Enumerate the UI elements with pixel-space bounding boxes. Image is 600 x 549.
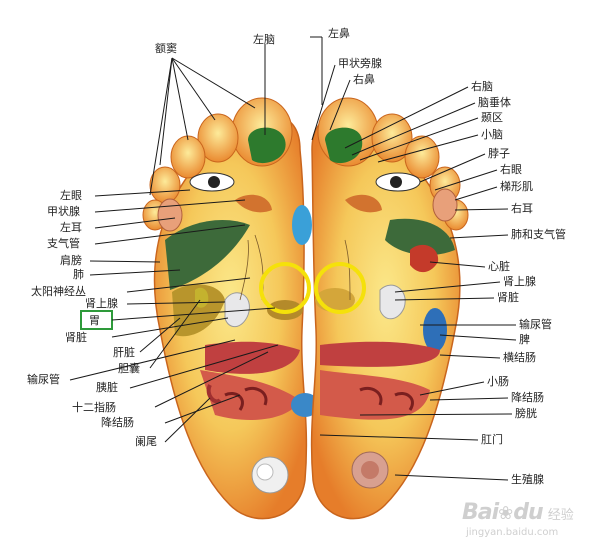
label-descending-colon-left: 降结肠 <box>101 416 134 429</box>
label-shoulder: 肩膀 <box>60 254 82 267</box>
label-pituitary: 脑垂体 <box>478 96 511 109</box>
watermark-url: jingyan.baidu.com <box>466 527 559 538</box>
label-duodenum: 十二指肠 <box>72 401 116 414</box>
label-anus: 肛门 <box>481 433 503 446</box>
label-parathyroid: 甲状旁腺 <box>338 57 382 70</box>
label-solar-plexus: 太阳神经丛 <box>31 285 86 298</box>
watermark-logo-text-b: du <box>513 500 543 525</box>
label-adrenal-right: 肾上腺 <box>503 275 536 288</box>
label-gallbladder: 胆囊 <box>118 362 140 375</box>
right-foot <box>310 97 469 520</box>
label-left-ear: 左耳 <box>60 221 82 234</box>
label-thyroid: 甲状腺 <box>47 205 80 218</box>
label-kidney-left: 肾脏 <box>65 331 87 344</box>
label-temporal: 颞区 <box>481 111 503 124</box>
label-appendix: 阑尾 <box>135 435 157 448</box>
label-transverse-colon: 横结肠 <box>503 351 536 364</box>
watermark-jingyan: 经验 <box>547 508 574 523</box>
label-frontal-sinus: 额窦 <box>155 42 177 55</box>
label-adrenal-left: 肾上腺 <box>85 297 118 310</box>
label-bronchus: 支气管 <box>47 237 80 250</box>
label-trapezius: 梯形肌 <box>500 180 533 193</box>
label-spleen: 脾 <box>519 333 530 346</box>
label-descending-colon-right: 降结肠 <box>511 391 544 404</box>
label-neck: 脖子 <box>488 147 510 160</box>
label-bladder: 膀胱 <box>515 407 537 420</box>
label-stomach: 胃 <box>89 314 100 327</box>
highlight-circle-left <box>259 262 311 314</box>
label-right-nose: 右鼻 <box>353 73 375 86</box>
label-small-intestine: 小肠 <box>487 375 509 388</box>
label-left-eye: 左眼 <box>60 189 82 202</box>
highlight-circle-right <box>314 262 366 314</box>
label-lung: 肺 <box>73 268 84 281</box>
label-gonad: 生殖腺 <box>511 473 544 486</box>
label-cerebellum: 小脑 <box>481 128 503 141</box>
label-right-eye: 右眼 <box>500 163 522 176</box>
label-left-nose: 左鼻 <box>328 27 350 40</box>
label-right-brain: 右脑 <box>471 80 493 93</box>
label-ureter-left: 输尿管 <box>27 373 60 386</box>
left-foot <box>142 97 319 520</box>
baidu-jingyan-watermark: Bai❀du 经验 jingyan.baidu.com <box>462 500 574 538</box>
label-right-ear: 右耳 <box>511 202 533 215</box>
label-kidney-right: 肾脏 <box>497 291 519 304</box>
paw-icon: ❀ <box>498 503 514 524</box>
label-ureter-right: 输尿管 <box>519 318 552 331</box>
label-liver: 肝脏 <box>113 346 135 359</box>
label-heart: 心脏 <box>488 260 510 273</box>
label-lung-bronchus: 肺和支气管 <box>511 228 566 241</box>
watermark-logo-text-a: Bai <box>462 500 499 525</box>
label-pancreas: 胰脏 <box>96 381 118 394</box>
leader-lines <box>69 36 517 481</box>
label-left-brain: 左脑 <box>253 33 275 46</box>
